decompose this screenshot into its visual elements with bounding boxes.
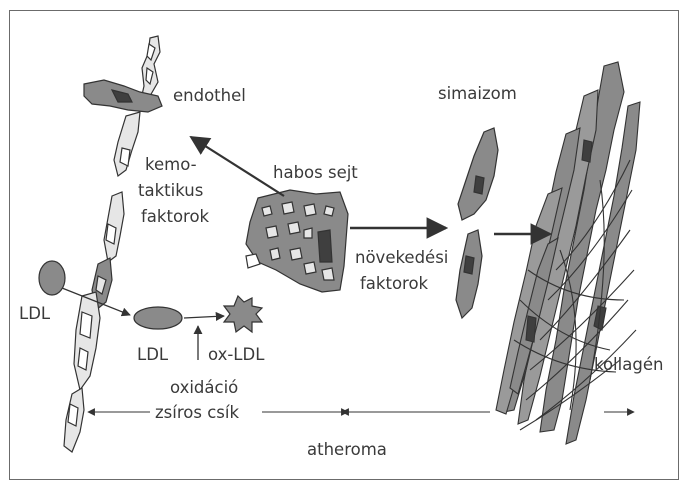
label-oxidacio: oxidáció <box>170 378 238 397</box>
arrow-chemotactic <box>191 137 284 196</box>
label-kemo-2: taktikus <box>138 181 203 200</box>
atheroma-mass <box>496 62 640 444</box>
ox-ldl-particle <box>224 296 262 332</box>
label-kemo-3: faktorok <box>141 207 210 226</box>
arrow-oxidation <box>184 316 224 318</box>
label-ox-ldl: ox-LDL <box>208 345 265 364</box>
foam-cell <box>246 190 348 292</box>
ldl-particle-center <box>134 307 182 329</box>
ldl-particle-left <box>39 261 65 295</box>
label-zsiros-csik: zsíros csík <box>155 403 239 422</box>
label-novekedesi: növekedési <box>355 248 448 267</box>
label-kemo-1: kemo- <box>145 155 197 174</box>
label-novek-faktorok: faktorok <box>360 274 429 293</box>
label-kollagen: kollagén <box>594 355 663 374</box>
label-ldl-left: LDL <box>19 304 51 323</box>
label-atheroma: atheroma <box>307 440 387 459</box>
label-endothel: endothel <box>173 86 246 105</box>
label-habos-sejt: habos sejt <box>273 163 358 182</box>
smooth-muscle-cells <box>456 128 498 318</box>
label-ldl-center: LDL <box>137 345 169 364</box>
label-simaizom: simaizom <box>438 84 517 103</box>
endothelium-cells <box>64 36 162 452</box>
